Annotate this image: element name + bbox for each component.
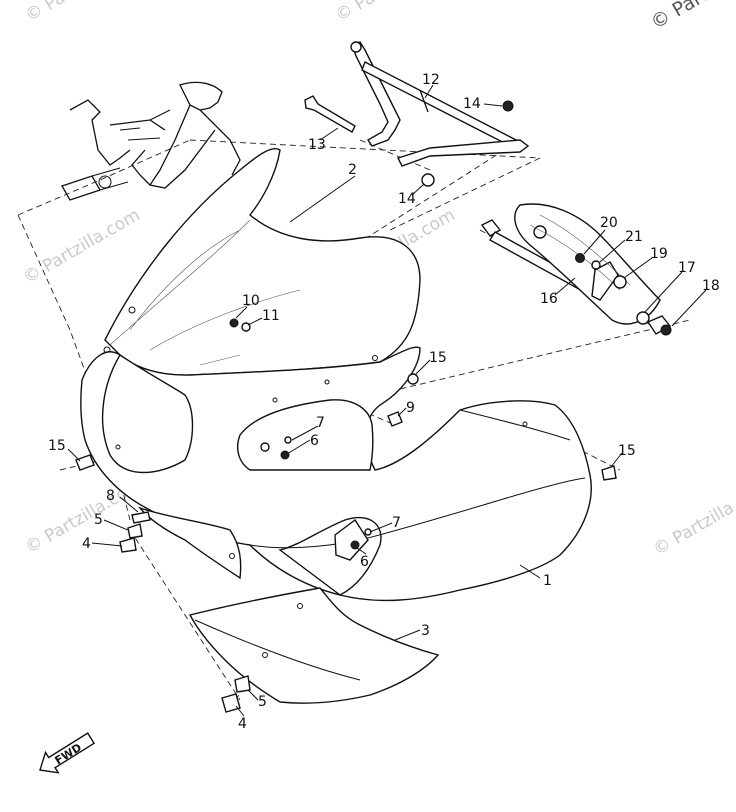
callout-11: 11 <box>262 308 280 324</box>
callout-16: 16 <box>540 291 558 307</box>
part-5-grommet <box>127 523 143 539</box>
frame-head-pipe <box>61 81 241 201</box>
callout-19: 19 <box>650 246 668 262</box>
fwd-arrow: FWD <box>39 732 96 774</box>
part-7-screw <box>284 436 292 444</box>
callout-6-upper: 6 <box>310 433 319 449</box>
part-1-fairing <box>80 346 592 602</box>
part-6-clip <box>260 442 270 452</box>
callout-13: 13 <box>308 137 326 153</box>
part-6-nut-lower <box>350 540 360 550</box>
callout-4-upper: 4 <box>82 536 91 552</box>
part-6-nut <box>280 450 290 460</box>
callout-7-lower: 7 <box>392 515 401 531</box>
callouts: 2 12 14 13 14 10 11 15 9 7 6 15 15 8 5 4… <box>48 72 720 732</box>
callout-8: 8 <box>106 488 115 504</box>
callout-10: 10 <box>242 293 260 309</box>
callout-1: 1 <box>543 573 552 589</box>
callout-12: 12 <box>422 72 440 88</box>
part-15-bolt-left <box>75 454 95 471</box>
part-14-nut-lower <box>421 173 435 187</box>
part-20-nut <box>575 253 585 263</box>
part-6-7-bracket <box>334 518 369 561</box>
part-10-screw <box>229 318 239 328</box>
part-18-cap <box>646 315 672 335</box>
part-5-grommet-lower <box>234 675 251 693</box>
callout-14-lower: 14 <box>398 191 416 207</box>
callout-4-lower: 4 <box>238 716 247 732</box>
part-17-washer <box>636 311 650 325</box>
part-16-mirror-stay <box>480 203 661 325</box>
part-19-bolt <box>613 275 627 289</box>
callout-15-center: 15 <box>429 350 447 366</box>
callout-7-upper: 7 <box>316 415 325 431</box>
leader-lines <box>67 84 707 717</box>
callout-3: 3 <box>421 623 430 639</box>
callout-5-lower: 5 <box>258 694 267 710</box>
part-12-stay <box>350 41 530 167</box>
callout-15-right: 15 <box>618 443 636 459</box>
callout-6-lower: 6 <box>360 554 369 570</box>
callout-15-left: 15 <box>48 438 66 454</box>
callout-14-upper: 14 <box>463 96 481 112</box>
part-14-nut-upper <box>502 100 514 112</box>
callout-2: 2 <box>348 162 357 178</box>
part-18-nut <box>660 324 672 336</box>
part-3-under-cowl <box>188 587 440 704</box>
callout-21: 21 <box>625 229 643 245</box>
callout-17: 17 <box>678 260 696 276</box>
callout-20: 20 <box>600 215 618 231</box>
callout-9: 9 <box>406 400 415 416</box>
part-13-bolt <box>304 95 356 133</box>
part-8-mount <box>131 506 242 580</box>
part-4-screw <box>119 537 137 553</box>
callout-18: 18 <box>702 278 720 294</box>
part-15-bolt <box>407 373 419 385</box>
callout-5-upper: 5 <box>94 512 103 528</box>
part-15-bolt-right <box>601 465 617 481</box>
part-4-screw-lower <box>221 693 241 713</box>
part-21-washer <box>591 260 601 270</box>
